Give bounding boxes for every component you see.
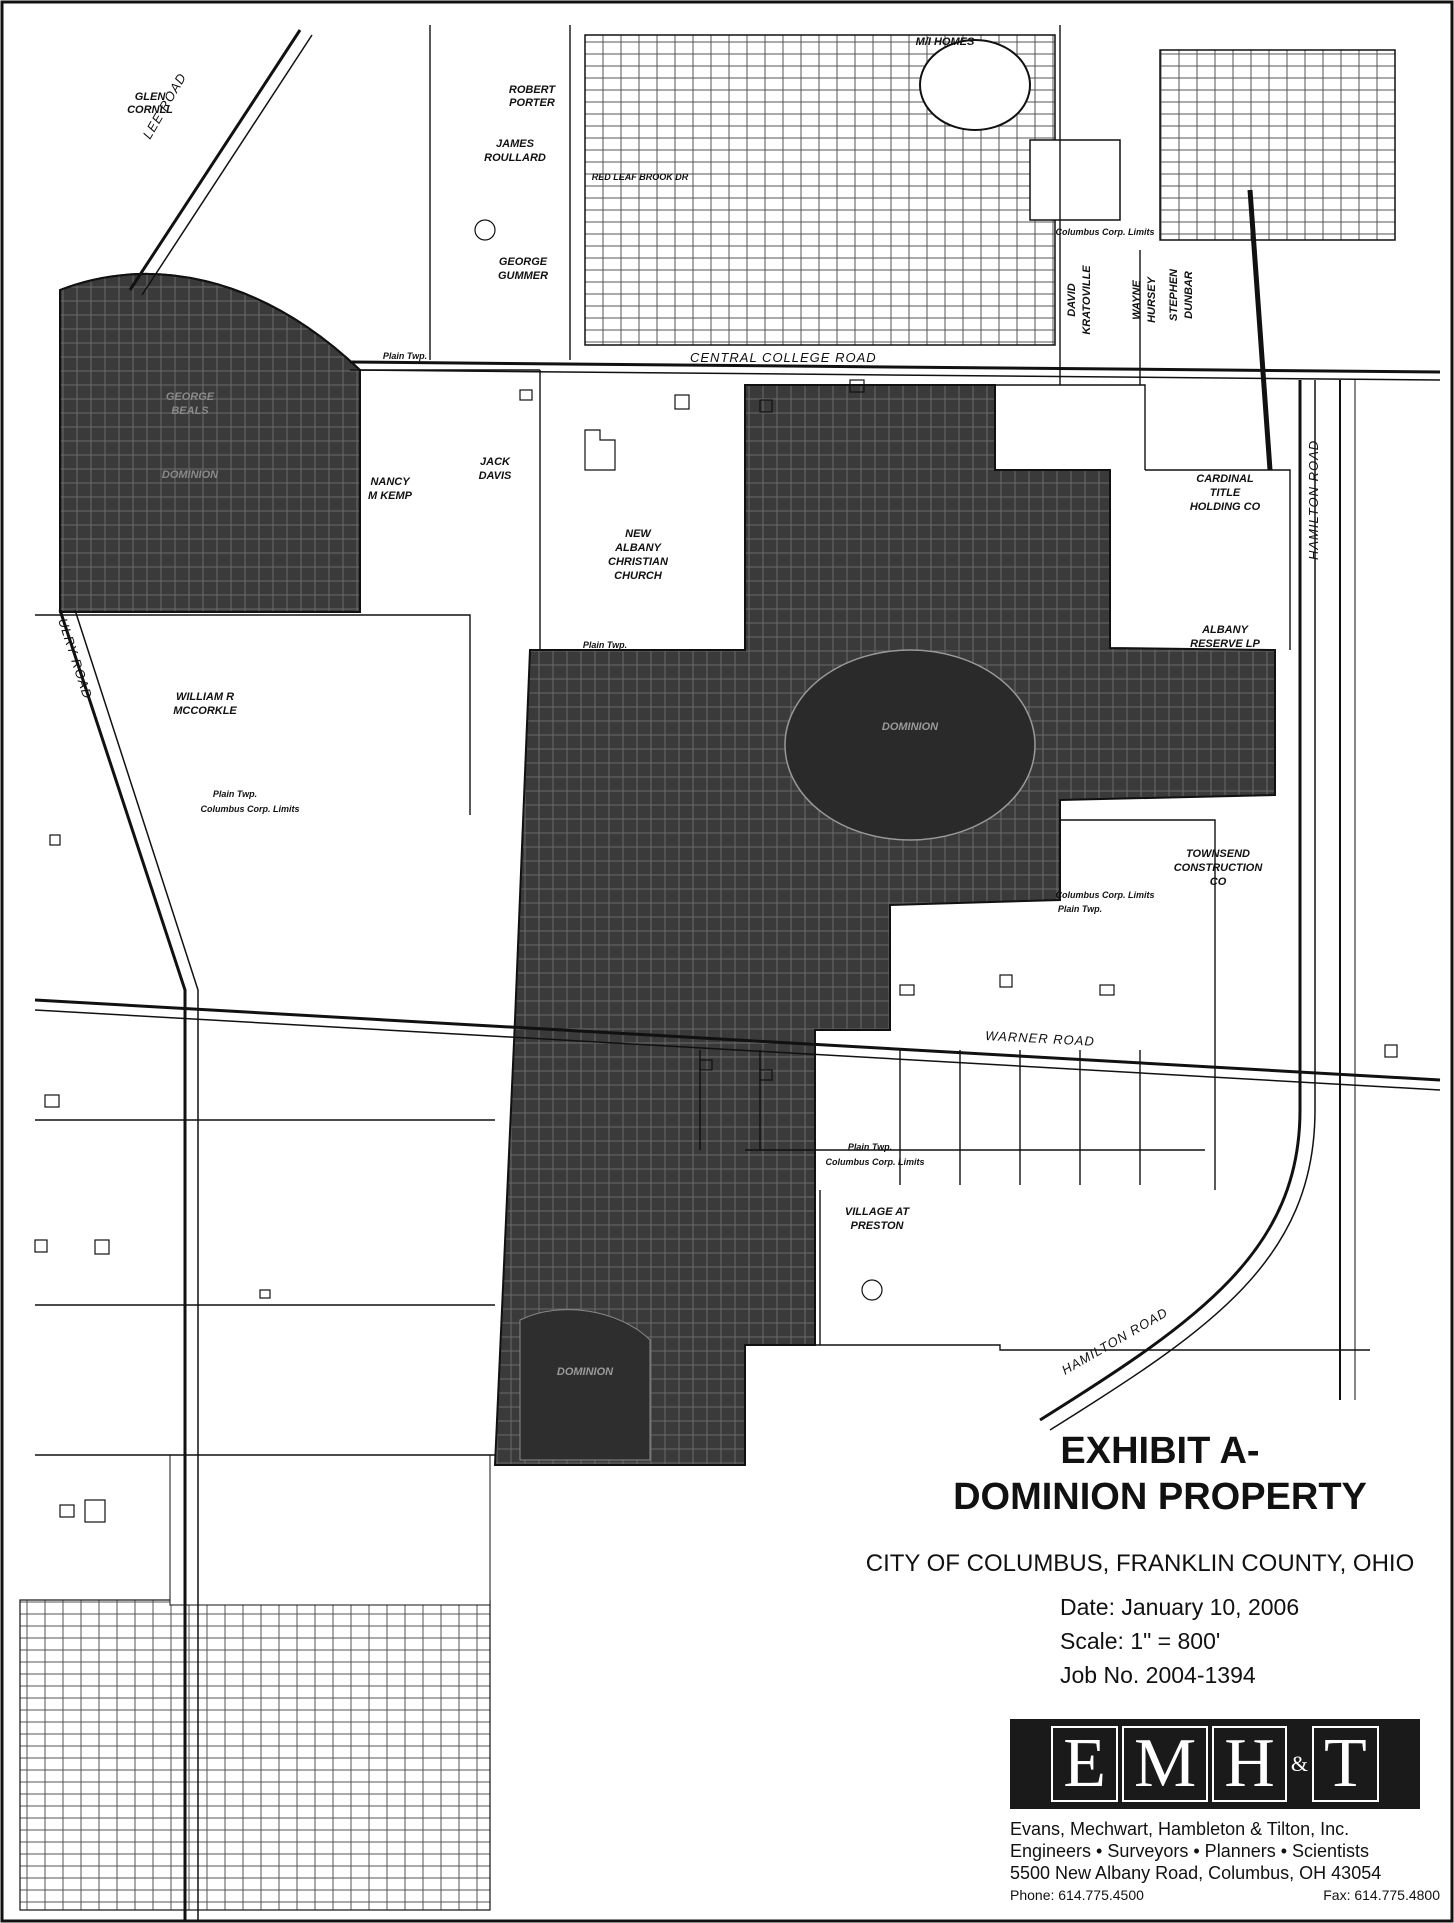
svg-text:DOMINION: DOMINION <box>882 721 939 733</box>
svg-text:ROBERT: ROBERT <box>509 84 557 96</box>
firm-services: Engineers • Surveyors • Planners • Scien… <box>1010 1841 1370 1861</box>
svg-text:Plain Twp.: Plain Twp. <box>213 789 257 799</box>
svg-text:TITLE: TITLE <box>1210 487 1241 499</box>
svg-text:CONSTRUCTION: CONSTRUCTION <box>1174 862 1264 874</box>
svg-text:CARDINAL: CARDINAL <box>1196 473 1254 485</box>
svg-text:ROULLARD: ROULLARD <box>484 152 546 164</box>
svg-text:DAVID: DAVID <box>1066 283 1078 316</box>
logo-letter-e: E <box>1051 1726 1119 1802</box>
hamilton-road-label: HAMILTON ROAD <box>1059 1305 1171 1378</box>
svg-text:HURSEY: HURSEY <box>1146 275 1158 323</box>
svg-text:Columbus Corp. Limits: Columbus Corp. Limits <box>1056 890 1155 900</box>
dominion-property <box>59 272 1276 1466</box>
exhibit-date: Date: January 10, 2006 <box>1060 1594 1300 1620</box>
firm-name: Evans, Mechwart, Hambleton & Tilton, Inc… <box>1010 1819 1350 1839</box>
svg-text:Plain Twp.: Plain Twp. <box>383 351 427 361</box>
firm-phone: Phone: 614.775.4500 <box>1010 1887 1144 1903</box>
svg-text:CO: CO <box>1210 876 1227 888</box>
svg-text:ALBANY: ALBANY <box>1201 624 1249 636</box>
svg-text:PRESTON: PRESTON <box>851 1220 905 1232</box>
svg-text:TOWNSEND: TOWNSEND <box>1186 848 1250 860</box>
svg-text:CORNLL: CORNLL <box>127 104 173 116</box>
svg-text:Plain Twp.: Plain Twp. <box>583 640 627 650</box>
svg-text:STEPHEN: STEPHEN <box>1168 268 1180 321</box>
svg-text:WAYNE: WAYNE <box>1131 280 1143 320</box>
logo-letter-m: M <box>1122 1726 1209 1802</box>
firm-address: 5500 New Albany Road, Columbus, OH 43054 <box>1010 1863 1382 1883</box>
svg-text:DUNBAR: DUNBAR <box>1183 271 1195 319</box>
exhibit-title-line1: EXHIBIT A- <box>1060 1430 1260 1472</box>
exhibit-title-line2: DOMINION PROPERTY <box>953 1476 1367 1518</box>
exhibit-title: EXHIBIT A- DOMINION PROPERTY <box>880 1428 1440 1520</box>
svg-text:KRATOVILLE: KRATOVILLE <box>1081 265 1093 335</box>
southwest-subdivision <box>19 1454 491 1911</box>
svg-text:Columbus Corp. Limits: Columbus Corp. Limits <box>201 804 300 814</box>
building-footprints <box>34 219 1398 1523</box>
ulry-road-label: ULRY ROAD <box>55 616 95 701</box>
svg-text:Columbus Corp. Limits: Columbus Corp. Limits <box>826 1157 925 1167</box>
svg-text:RESERVE LP: RESERVE LP <box>1190 638 1260 650</box>
logo-letter-t: T <box>1311 1726 1379 1802</box>
svg-text:WILLIAM R: WILLIAM R <box>176 691 234 703</box>
warner-road-label: WARNER ROAD <box>985 1028 1095 1049</box>
logo-letter-h: H <box>1212 1726 1287 1802</box>
svg-text:DOMINION: DOMINION <box>557 1366 614 1378</box>
svg-text:Plain Twp.: Plain Twp. <box>848 1142 892 1152</box>
svg-text:CHURCH: CHURCH <box>614 570 663 582</box>
emht-logo: E M H & T <box>1010 1719 1420 1809</box>
firm-fax: Fax: 614.775.4800 <box>1323 1887 1440 1903</box>
hamilton-road-east-label: HAMILTON ROAD <box>1306 440 1321 560</box>
central-college-road-label: CENTRAL COLLEGE ROAD <box>690 350 877 365</box>
firm-info: Evans, Mechwart, Hambleton & Tilton, Inc… <box>1010 1818 1440 1906</box>
svg-text:BEALS: BEALS <box>171 405 209 417</box>
svg-text:GLEN: GLEN <box>135 91 167 103</box>
svg-text:NANCY: NANCY <box>370 476 411 488</box>
svg-text:ALBANY: ALBANY <box>614 542 662 554</box>
svg-text:HOLDING CO: HOLDING CO <box>1190 501 1261 513</box>
svg-text:PORTER: PORTER <box>509 97 555 109</box>
svg-text:DAVIS: DAVIS <box>479 470 512 482</box>
exhibit-scale: Scale: 1" = 800' <box>1060 1628 1221 1654</box>
parcel-lines <box>35 25 1370 1456</box>
north-subdivision <box>584 34 1396 346</box>
red-leaf-label: RED LEAF BROOK DR <box>592 172 689 182</box>
svg-text:JAMES: JAMES <box>496 138 535 150</box>
svg-text:CHRISTIAN: CHRISTIAN <box>608 556 669 568</box>
logo-ampersand: & <box>1290 1751 1308 1776</box>
svg-text:GUMMER: GUMMER <box>498 270 548 282</box>
parcel-labels: GLEN CORNLL ROBERT PORTER JAMES ROULLARD… <box>127 36 1263 1378</box>
exhibit-job-no: Job No. 2004-1394 <box>1060 1662 1256 1688</box>
svg-text:MCCORKLE: MCCORKLE <box>173 705 237 717</box>
svg-text:GEORGE: GEORGE <box>499 256 548 268</box>
svg-text:VILLAGE AT: VILLAGE AT <box>845 1206 910 1218</box>
svg-text:Plain Twp.: Plain Twp. <box>1058 904 1102 914</box>
svg-text:Columbus Corp. Limits: Columbus Corp. Limits <box>1056 227 1155 237</box>
svg-text:DOMINION: DOMINION <box>162 469 219 481</box>
limit-labels: Plain Twp. Plain Twp. Columbus Corp. Lim… <box>201 227 1155 1167</box>
svg-text:M KEMP: M KEMP <box>368 490 413 502</box>
svg-text:GEORGE: GEORGE <box>166 391 215 403</box>
roads <box>34 29 1441 1920</box>
firm-contact: Phone: 614.775.4500 Fax: 614.775.4800 <box>1010 1884 1440 1906</box>
exhibit-location: CITY OF COLUMBUS, FRANKLIN COUNTY, OHIO <box>865 1550 1415 1577</box>
svg-text:M/I HOMES: M/I HOMES <box>916 36 975 48</box>
svg-text:JACK: JACK <box>480 456 511 468</box>
exhibit-meta: Date: January 10, 2006 Scale: 1" = 800' … <box>1060 1590 1299 1692</box>
svg-text:NEW: NEW <box>625 528 652 540</box>
